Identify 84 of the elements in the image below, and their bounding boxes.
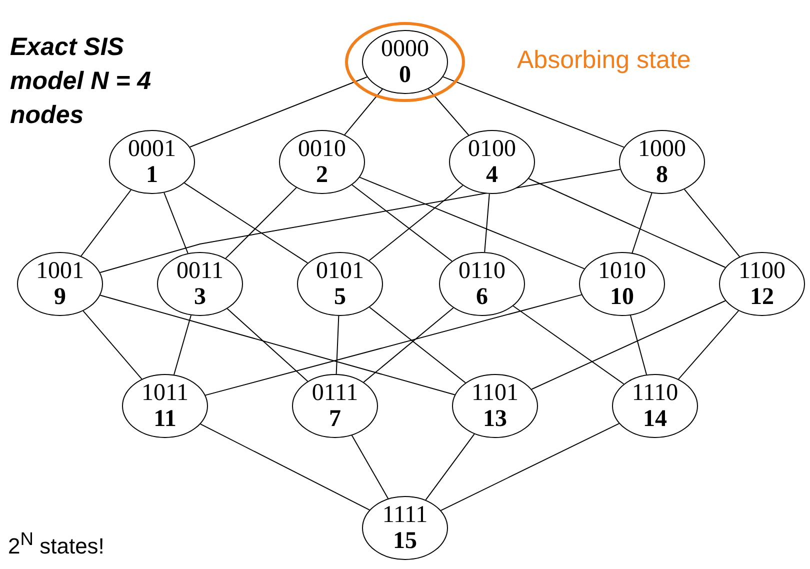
connector-line <box>173 314 192 376</box>
state-code: 0001 <box>128 136 176 162</box>
state-ellipse <box>279 130 365 194</box>
state-number: 13 <box>483 406 507 432</box>
state-ellipse <box>292 374 378 438</box>
state-number: 7 <box>329 406 341 432</box>
connector-line <box>531 300 726 390</box>
state-number: 3 <box>194 284 206 310</box>
title: Exact SIS model N = 4 nodes <box>10 32 152 131</box>
state-code: 0000 <box>381 36 429 62</box>
state-code: 1110 <box>632 380 678 406</box>
state-code: 0110 <box>458 258 506 284</box>
connector-line <box>440 423 620 511</box>
connector-line <box>678 310 739 380</box>
state-number: 0 <box>399 62 411 88</box>
state-ellipse <box>297 252 383 316</box>
connector-line <box>184 182 308 264</box>
state-number: 15 <box>393 528 417 554</box>
connector-line <box>351 434 389 500</box>
state-number: 5 <box>334 284 346 310</box>
state-number: 11 <box>154 406 176 432</box>
connector-line <box>225 187 297 259</box>
connector-line <box>352 184 452 262</box>
state-code: 1000 <box>638 136 686 162</box>
state-ellipse <box>109 130 195 194</box>
connector-line <box>368 184 464 262</box>
state-ellipse <box>612 374 698 438</box>
state-code: 0010 <box>298 136 346 162</box>
state-number: 8 <box>656 162 668 188</box>
connector-line <box>82 310 142 380</box>
state-number: 10 <box>610 284 634 310</box>
state-code: 1101 <box>471 380 519 406</box>
state-ellipse <box>122 374 208 438</box>
state-ellipse <box>719 252 805 316</box>
state-number: 14 <box>643 406 667 432</box>
connector-line <box>528 178 726 268</box>
state-ellipse <box>17 252 103 316</box>
state-number: 12 <box>750 284 774 310</box>
connector-line <box>684 188 740 258</box>
connector-line <box>164 192 188 254</box>
connector-line <box>189 76 368 148</box>
state-code: 1111 <box>382 502 428 528</box>
state-code: 1001 <box>36 258 84 284</box>
connector-line <box>442 76 624 148</box>
connector-line <box>226 308 308 382</box>
state-code: 1010 <box>598 258 646 284</box>
connector-line <box>200 424 370 510</box>
state-code: 1100 <box>738 258 786 284</box>
connector-line <box>80 189 132 257</box>
state-ellipse <box>157 252 243 316</box>
state-code: 1011 <box>141 380 189 406</box>
state-number: 9 <box>54 284 66 310</box>
connector-line <box>484 193 490 253</box>
connector-line <box>100 294 456 396</box>
connector-line <box>100 168 621 274</box>
connector-line <box>369 306 466 384</box>
state-number: 1 <box>146 162 158 188</box>
state-ellipse <box>362 496 448 560</box>
connector-line <box>428 88 470 136</box>
state-code: 0101 <box>316 258 364 284</box>
note: 2$^{N}$ states! <box>8 528 104 560</box>
connector-line <box>425 434 475 500</box>
connector-line <box>204 294 582 396</box>
connector-line <box>632 192 652 254</box>
connector-line <box>363 307 454 383</box>
state-ellipse <box>619 130 705 194</box>
state-ellipse <box>449 130 535 194</box>
connector-line <box>630 314 648 376</box>
highlight-ellipse <box>345 22 465 102</box>
state-code: 0011 <box>176 258 224 284</box>
state-ellipse <box>579 252 665 316</box>
state-ellipse <box>439 252 525 316</box>
connector-line <box>344 88 383 136</box>
state-number: 4 <box>486 162 498 188</box>
state-number: 2 <box>316 162 328 188</box>
state-code: 0111 <box>312 380 358 406</box>
state-ellipse <box>452 374 538 438</box>
state-ellipse <box>362 30 448 94</box>
state-number: 6 <box>476 284 488 310</box>
state-code: 0100 <box>468 136 516 162</box>
connector-line <box>359 176 585 270</box>
state-note: Absorbing state <box>517 46 691 75</box>
connector-line <box>512 306 624 384</box>
connector-line <box>336 315 340 375</box>
